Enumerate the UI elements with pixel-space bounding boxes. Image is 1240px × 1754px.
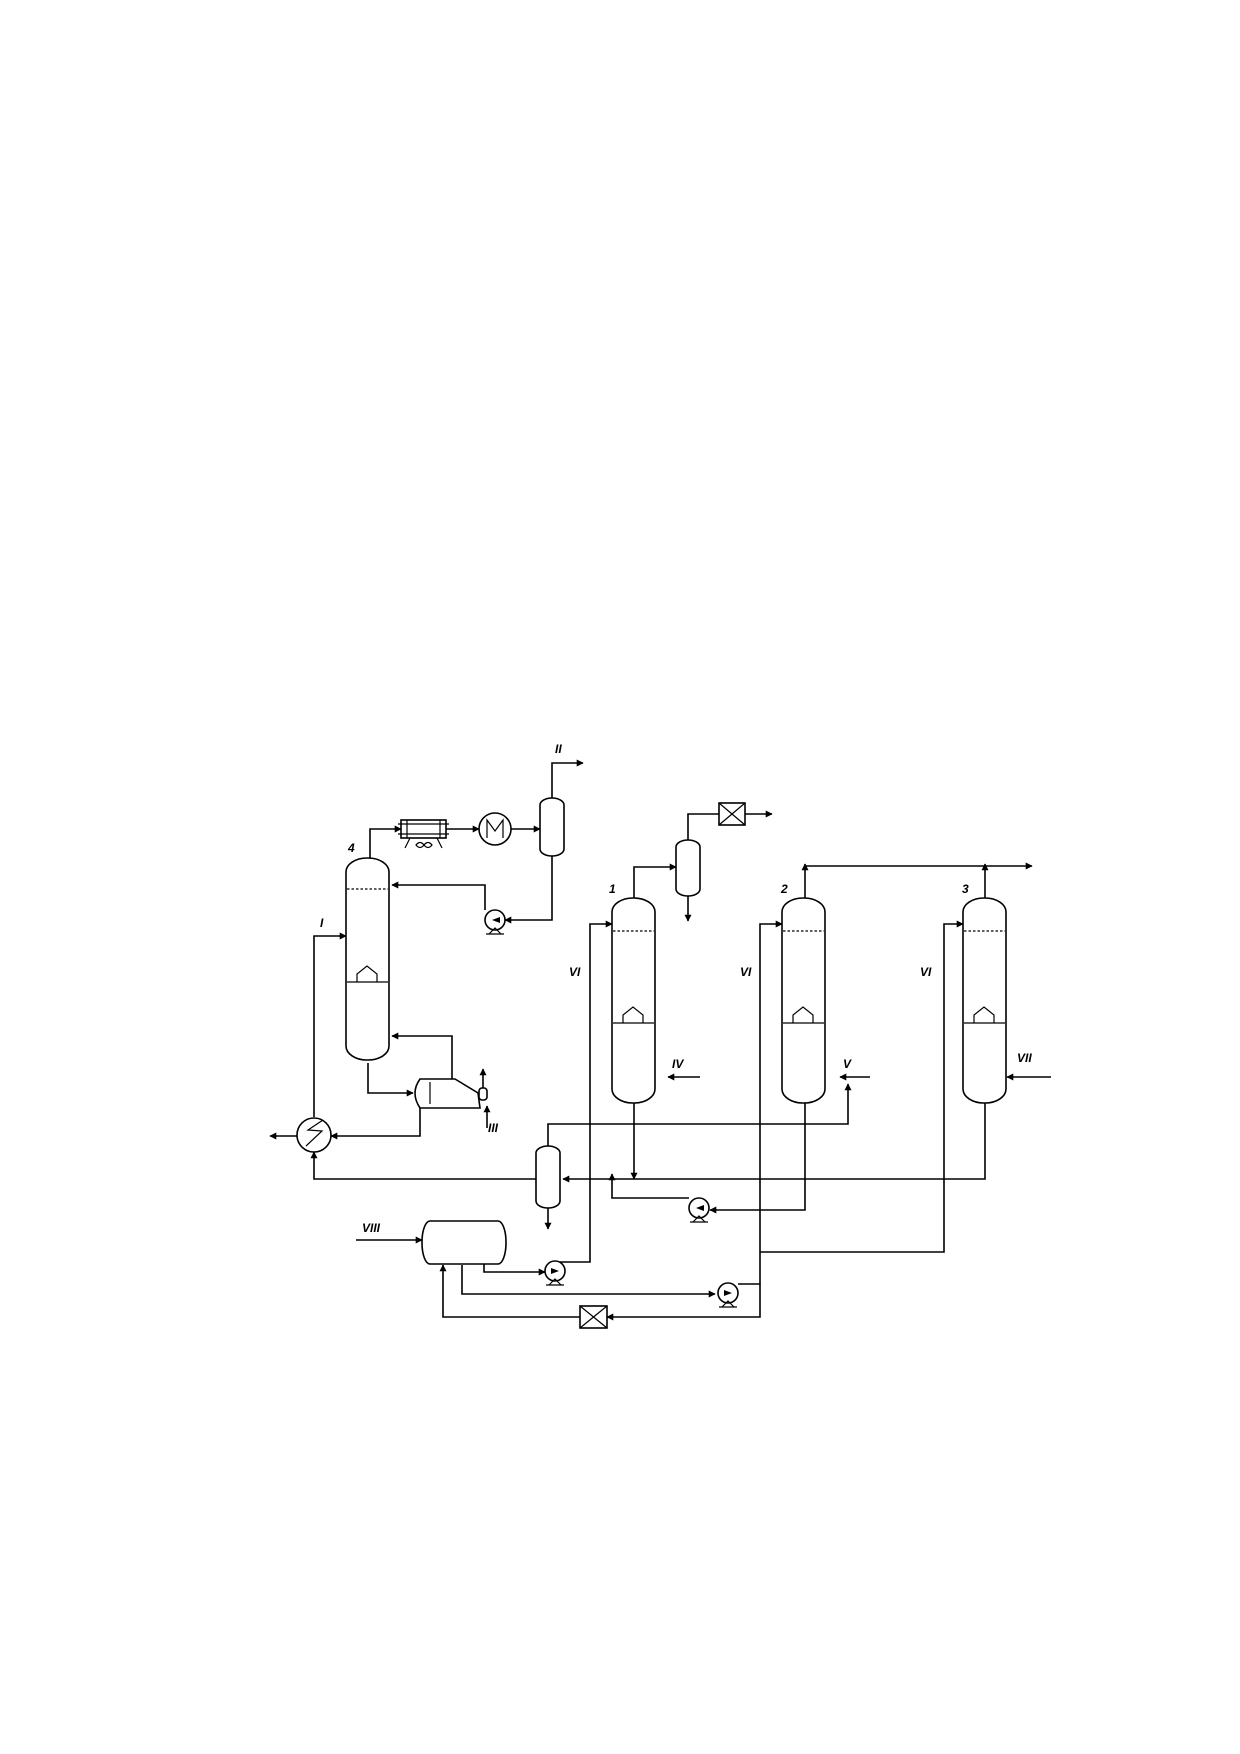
small-drum [675,839,701,897]
column-1 [611,897,656,1104]
reboiler [414,1078,488,1109]
tank-discharge-line [483,1262,546,1276]
separator [535,1145,561,1209]
label-stream-VIII: VIII [362,1221,381,1235]
solvent-tank [421,1220,507,1265]
reflux-line [391,881,486,910]
stream-VI-column-3-line [760,920,964,1253]
reflux-pump [484,909,506,935]
label-stream-V: V [843,1057,852,1071]
recycle-pump [717,1282,739,1308]
label-stream-VII: VII [1017,1051,1032,1065]
exchanger-feed-line [310,1151,548,1180]
column-2 [781,897,826,1104]
piping [269,759,1051,1321]
column-3-bottoms-line [562,1101,986,1183]
reboiler-vapor-return-line [391,1032,453,1079]
column-2-bottoms-line [709,1101,806,1214]
stream-I-feed-line [313,932,347,1117]
tank-bottom-line [461,1265,716,1298]
label-stream-IV: IV [672,1057,684,1071]
valve-to-tank-line [439,1264,580,1318]
label-stream-VI-column-2: VI [740,965,752,979]
column-1-overhead-line [633,863,677,902]
separator-overhead-line [547,1083,852,1150]
reflux-drum [539,797,565,857]
pump-discharge-return-line [608,1173,689,1199]
label-stream-VI-column-3: VI [920,965,932,979]
label-stream-III: III [488,1121,499,1135]
bottom-filter [579,1305,608,1329]
reboiler-bottoms-line [330,1108,421,1140]
label-column-4: 4 [347,841,355,855]
stream-II-line [551,759,584,801]
column-4-bottoms-line [367,1063,414,1097]
label-stream-I: I [320,916,324,930]
bottoms-pump [688,1197,710,1223]
small-drum-vent-line [687,813,719,843]
label-stream-II: II [555,742,562,756]
labels: 4 1 2 3 I II III IV V VII VI VI VI VIII [320,742,1032,1235]
stream-VI-column-1-line [560,920,613,1263]
air-cooler [398,819,449,849]
condenser [478,812,512,846]
stream-VI-column-2-line [738,920,783,1285]
column-4 [345,857,390,1061]
label-column-2: 2 [780,882,788,896]
solvent-pump [544,1260,566,1286]
heat-exchanger [296,1117,332,1153]
filter [718,802,746,826]
label-column-1: 1 [609,882,616,896]
column-4-overhead-line [369,825,402,865]
label-stream-VI-column-1: VI [569,965,581,979]
label-column-3: 3 [962,882,969,896]
drum-to-reflux-pump-line [504,853,553,924]
tank-return-line [606,1284,761,1321]
column-3 [962,897,1007,1104]
